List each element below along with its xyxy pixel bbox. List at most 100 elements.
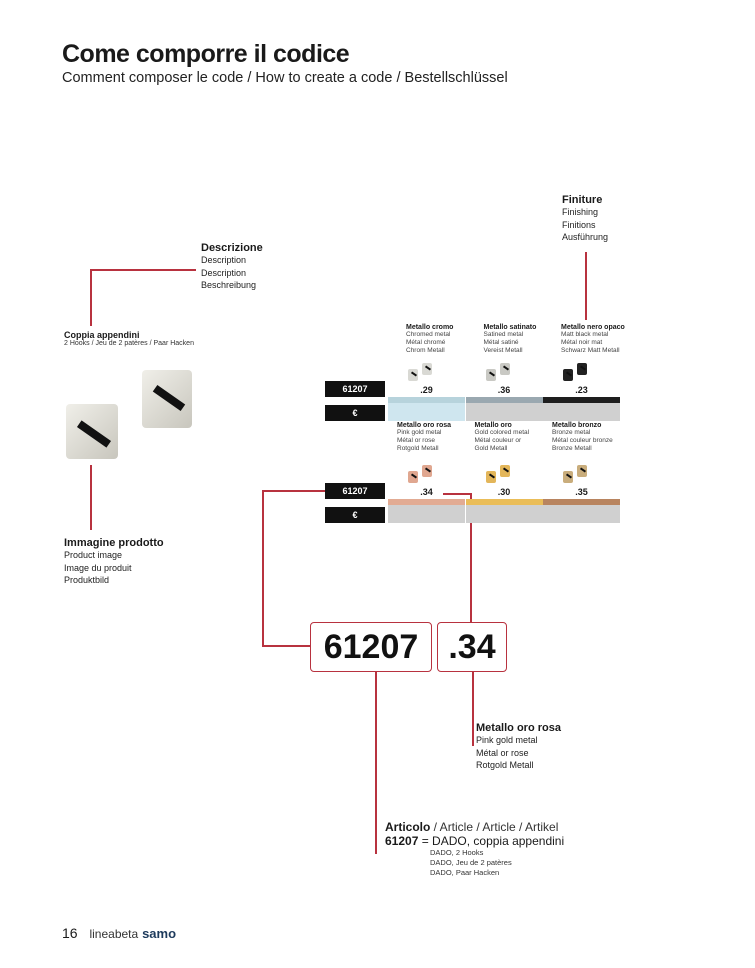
finish-translation: Métal noir mat	[561, 339, 603, 346]
label-line: Beschreibung	[201, 280, 257, 290]
price-cell	[465, 403, 543, 421]
finish-code: .30	[497, 487, 511, 497]
connector-line	[262, 490, 325, 492]
brand-samo: samo	[142, 926, 177, 941]
finiture-label: Finiture Finishing Finitions Ausführung	[562, 194, 608, 244]
finish-name: Metallo bronzo	[552, 422, 602, 429]
finish-code: .23	[575, 385, 588, 395]
finish-code: .36	[497, 385, 511, 395]
label-title: Descrizione	[201, 242, 263, 254]
articolo-line: DADO, 2 Hooks	[430, 848, 484, 857]
immagine-label: Immagine prodotto Product image Image du…	[64, 537, 164, 587]
connector-line	[472, 672, 474, 746]
finish-name: Metallo satinato	[483, 324, 537, 331]
articolo-line: DADO, Paar Hacken	[430, 868, 500, 877]
article-code-box: 61207	[310, 622, 432, 672]
footer: 16 lineabeta samo	[62, 925, 176, 941]
label-title: Finiture	[562, 194, 603, 206]
connector-line	[375, 672, 377, 854]
hook-thumbnail-icon	[422, 465, 432, 477]
product-image	[66, 370, 201, 465]
finish-translation: Vereist Metall	[483, 347, 523, 354]
price-euro-cell: €	[325, 507, 385, 523]
label-title: Immagine prodotto	[64, 537, 164, 549]
connector-line	[90, 269, 92, 326]
articolo-line: DADO, Jeu de 2 patères	[430, 858, 512, 867]
finish-translation: Métal couleur bronze	[552, 437, 613, 444]
product-title: Coppia appendini	[64, 330, 140, 340]
finish-explain-label: Metallo oro rosa Pink gold metal Métal o…	[476, 722, 561, 772]
connector-line	[470, 493, 472, 622]
finish-color-strip	[543, 499, 620, 505]
finish-translation: Métal couleur or	[474, 437, 522, 444]
brand-lineabeta: lineabeta	[89, 927, 139, 941]
finish-translation: Bronze metal	[552, 429, 591, 436]
hook-thumbnail-icon	[577, 465, 587, 477]
articolo-desc: = DADO, coppia appendini	[418, 834, 565, 848]
label-line: Rotgold Metall	[476, 760, 534, 770]
finish-translation: Rotgold Metall	[397, 445, 439, 452]
label-line: Product image	[64, 550, 123, 560]
finish-translation: Chrom Metall	[406, 347, 445, 354]
hook-thumbnail-icon	[408, 471, 418, 483]
finish-translation: Matt black metal	[561, 331, 609, 338]
finish-code: .35	[575, 487, 588, 497]
label-line: Finitions	[562, 219, 596, 230]
connector-line	[90, 269, 196, 271]
descrizione-label: Descrizione Description Description Besc…	[201, 242, 263, 292]
product-name: Coppia appendini 2 Hooks / Jeu de 2 patè…	[64, 330, 194, 347]
page-subtitle: Comment composer le code / How to create…	[62, 70, 508, 86]
finish-translation: Pink gold metal	[397, 429, 442, 436]
hook-image	[66, 404, 118, 459]
hook-thumbnail-icon	[577, 363, 587, 375]
finish-name: Metallo nero opaco	[561, 324, 625, 331]
article-code-cell: 61207	[325, 381, 385, 397]
finish-code: .34	[420, 487, 433, 497]
articolo-code: 61207	[385, 834, 419, 848]
label-line: Pink gold metal	[476, 735, 538, 745]
finish-code-box: .34	[437, 622, 507, 672]
label-line: Ausführung	[562, 232, 609, 242]
finish-color-strip	[465, 397, 543, 403]
hook-thumbnail-icon	[485, 471, 496, 483]
label-line: Métal or rose	[476, 747, 529, 758]
finish-color-strip	[465, 499, 543, 505]
finish-translation: Bronze Metall	[552, 445, 592, 452]
connector-line	[443, 493, 471, 495]
finish-translation: Gold Metall	[474, 445, 508, 452]
connector-line	[262, 645, 310, 647]
finish-color-strip	[388, 499, 465, 505]
finish-code: .29	[420, 385, 433, 395]
finish-color-strip	[543, 397, 620, 403]
hook-thumbnail-icon	[563, 369, 573, 381]
connector-line	[90, 465, 92, 530]
finish-translation: Métal or rose	[397, 437, 435, 444]
finish-translation: Chromed metal	[406, 331, 451, 338]
price-cell	[388, 403, 465, 421]
hook-thumbnail-icon	[422, 363, 432, 375]
connector-line	[262, 490, 264, 646]
finish-translation: Satined metal	[483, 331, 524, 338]
articolo-translations: / Article / Article / Artikel	[430, 820, 559, 834]
page-title: Come comporre il codice	[62, 40, 350, 68]
hook-thumbnail-icon	[499, 363, 510, 375]
label-line: Finishing	[562, 207, 599, 217]
label-line: Produktbild	[64, 575, 110, 585]
label-line: Description	[201, 267, 247, 278]
finish-translation: Schwarz Matt Metall	[561, 347, 620, 354]
price-cell	[388, 505, 465, 523]
price-euro-cell: €	[325, 405, 385, 421]
finish-translation: Métal satiné	[483, 339, 519, 346]
articolo-title: Articolo	[385, 820, 431, 834]
finish-color-strip	[388, 397, 465, 403]
hook-image	[142, 370, 192, 428]
label-title: Metallo oro rosa	[476, 722, 561, 734]
article-code-cell: 61207	[325, 483, 385, 499]
price-cell	[543, 403, 620, 421]
finish-translation: Gold colored metal	[474, 429, 530, 436]
